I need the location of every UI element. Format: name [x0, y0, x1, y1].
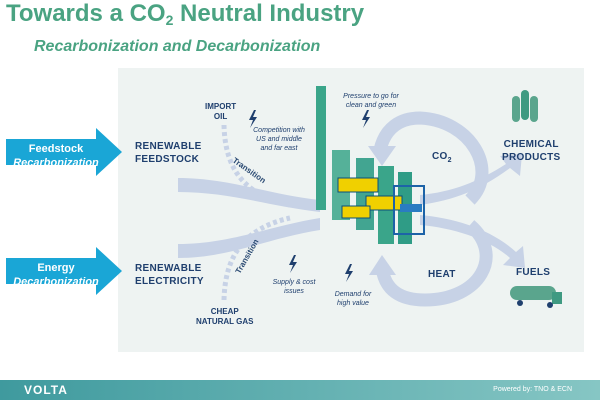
fuel-truck-icon — [510, 286, 562, 308]
natural-gas-curve — [221, 215, 291, 301]
footer-bar: VOLTA Powered by: TNO & ECN — [0, 380, 600, 400]
co2-loop-arrowhead — [368, 146, 396, 166]
fuels-arrow — [420, 215, 525, 268]
lightning-icon — [345, 264, 353, 282]
volta-logo: VOLTA — [24, 383, 68, 397]
energy-tag: Energy Decarbonization — [13, 262, 99, 288]
chemical-products-arrow — [420, 154, 522, 205]
chimney — [316, 86, 326, 210]
energy-tag-arrow — [6, 247, 122, 295]
factory-plant-icon — [332, 150, 425, 244]
feedstock-tag-arrow — [6, 128, 122, 176]
import-oil-curve — [221, 124, 291, 208]
electricity-flow-arrow — [178, 218, 320, 258]
page-subtitle: Recarbonization and Decarbonization — [34, 38, 321, 55]
heat-loop-arrowhead — [369, 255, 396, 275]
fuels-label: FUELS — [516, 267, 551, 278]
heat-loop-arrow — [375, 220, 493, 307]
feedstock-tag: Feedstock Recarbonization — [13, 143, 99, 169]
co2-loop-arrow — [373, 111, 489, 205]
lightning-icon — [249, 110, 257, 128]
heat-label: HEAT — [428, 269, 456, 280]
lightning-icon — [289, 255, 297, 273]
chemical-tanks-icon — [512, 90, 538, 122]
co2-label: CO2 — [432, 151, 452, 164]
lightning-icon — [362, 110, 370, 128]
page-title: Towards a CO2 Neutral Industry — [6, 0, 365, 28]
feedstock-flow-arrow — [178, 178, 320, 212]
powered-by-text: Powered by: TNO & ECN — [493, 386, 572, 393]
